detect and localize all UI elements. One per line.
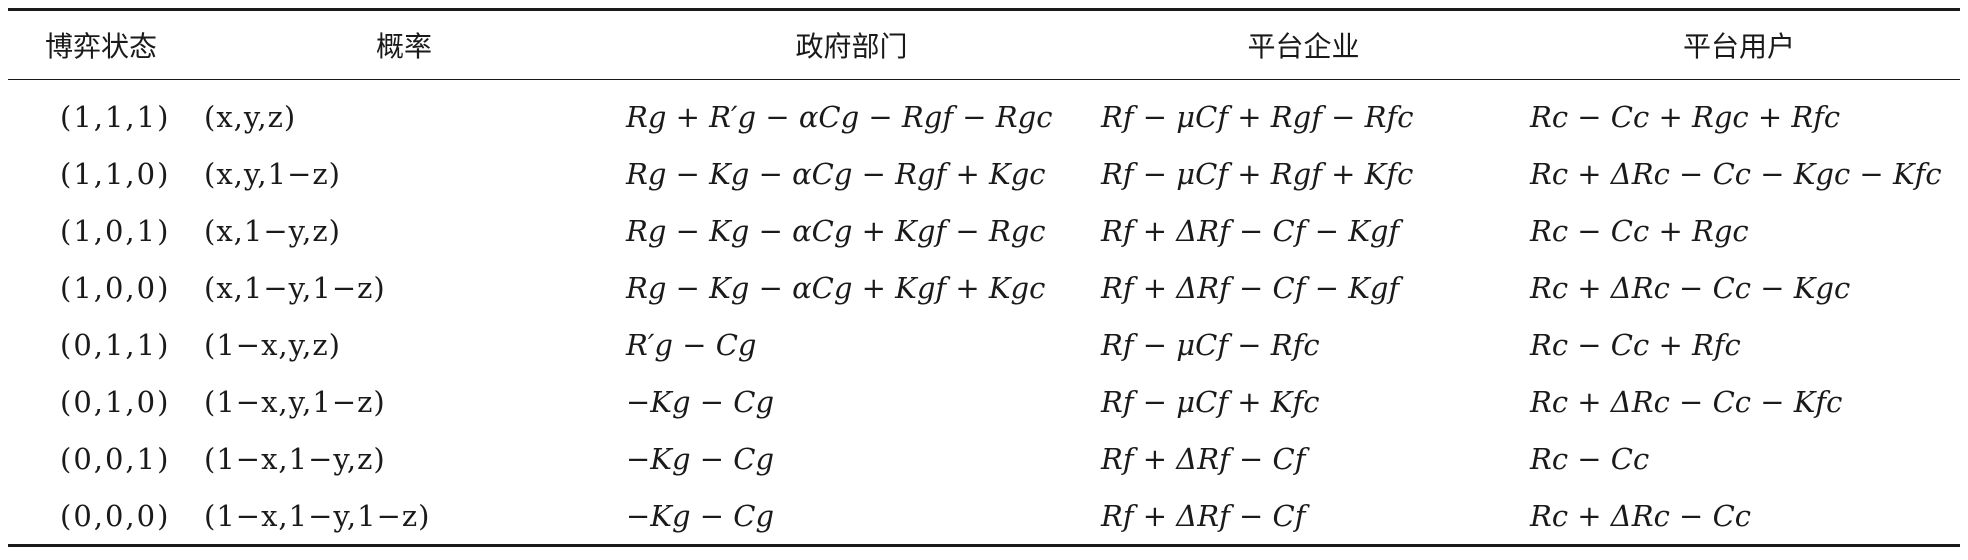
cell-game-state: (0,1,0) xyxy=(60,384,171,419)
header-government: 政府部门 xyxy=(795,30,908,63)
cell-enterprise-payoff: Rf − μCf − Rfc xyxy=(1101,327,1320,362)
table-row: (0,0,0) (1−x,1−y,1−z) −Kg − Cg Rf + ΔRf … xyxy=(8,487,1960,546)
cell-game-state: (0,0,1) xyxy=(60,441,171,476)
cell-probability: (x,1−y,z) xyxy=(204,213,341,248)
table-row: (0,1,1) (1−x,y,z) R′g − Cg Rf − μCf − Rf… xyxy=(8,316,1960,373)
cell-game-state: (1,0,0) xyxy=(60,270,171,305)
payoff-matrix-table: 博弈状态 概率 政府部门 平台企业 平台用户 (1,1,1) (x,y,z) R… xyxy=(8,8,1960,547)
table-row: (0,0,1) (1−x,1−y,z) −Kg − Cg Rf + ΔRf − … xyxy=(8,430,1960,487)
cell-enterprise-payoff: Rf − μCf + Rgf − Rfc xyxy=(1101,99,1414,134)
cell-enterprise-payoff: Rf + ΔRf − Cf − Kgf xyxy=(1101,213,1400,248)
cell-probability: (1−x,1−y,1−z) xyxy=(204,498,431,533)
cell-government-payoff: Rg − Kg − αCg + Kgf + Kgc xyxy=(626,270,1046,305)
header-game-state: 博弈状态 xyxy=(44,30,157,63)
cell-game-state: (1,0,1) xyxy=(60,213,171,248)
cell-user-payoff: Rc + ΔRc − Cc − Kfc xyxy=(1530,384,1843,419)
cell-probability: (1−x,y,1−z) xyxy=(204,384,386,419)
cell-government-payoff: −Kg − Cg xyxy=(626,441,775,476)
cell-government-payoff: R′g − Cg xyxy=(626,327,757,362)
table-row: (1,1,1) (x,y,z) Rg + R′g − αCg − Rgf − R… xyxy=(8,80,1960,146)
cell-government-payoff: Rg − Kg − αCg + Kgf − Rgc xyxy=(626,213,1046,248)
cell-user-payoff: Rc − Cc + Rfc xyxy=(1530,327,1741,362)
cell-user-payoff: Rc + ΔRc − Cc − Kgc xyxy=(1530,270,1851,305)
cell-government-payoff: −Kg − Cg xyxy=(626,384,775,419)
cell-probability: (1−x,y,z) xyxy=(204,327,341,362)
table-row: (1,0,0) (x,1−y,1−z) Rg − Kg − αCg + Kgf … xyxy=(8,259,1960,316)
cell-enterprise-payoff: Rf + ΔRf − Cf xyxy=(1101,498,1306,533)
cell-probability: (x,y,z) xyxy=(204,99,297,134)
cell-government-payoff: −Kg − Cg xyxy=(626,498,775,533)
cell-user-payoff: Rc − Cc + Rgc xyxy=(1530,213,1749,248)
cell-probability: (x,1−y,1−z) xyxy=(204,270,386,305)
table-row: (1,0,1) (x,1−y,z) Rg − Kg − αCg + Kgf − … xyxy=(8,202,1960,259)
cell-probability: (x,y,1−z) xyxy=(204,156,341,191)
cell-game-state: (1,1,1) xyxy=(60,99,171,134)
cell-government-payoff: Rg − Kg − αCg − Rgf + Kgc xyxy=(626,156,1046,191)
table-row: (1,1,0) (x,y,1−z) Rg − Kg − αCg − Rgf + … xyxy=(8,145,1960,202)
cell-enterprise-payoff: Rf + ΔRf − Cf xyxy=(1101,441,1306,476)
header-probability: 概率 xyxy=(375,30,432,63)
cell-enterprise-payoff: Rf − μCf + Rgf + Kfc xyxy=(1101,156,1414,191)
header-platform-user: 平台用户 xyxy=(1682,30,1795,63)
cell-user-payoff: Rc + ΔRc − Cc xyxy=(1530,498,1751,533)
cell-government-payoff: Rg + R′g − αCg − Rgf − Rgc xyxy=(626,99,1053,134)
cell-user-payoff: Rc − Cc xyxy=(1530,441,1650,476)
cell-game-state: (0,1,1) xyxy=(60,327,171,362)
cell-enterprise-payoff: Rf − μCf + Kfc xyxy=(1101,384,1320,419)
header-platform-enterprise: 平台企业 xyxy=(1247,30,1360,63)
table-row: (0,1,0) (1−x,y,1−z) −Kg − Cg Rf − μCf + … xyxy=(8,373,1960,430)
cell-probability: (1−x,1−y,z) xyxy=(204,441,386,476)
table-header-row: 博弈状态 概率 政府部门 平台企业 平台用户 xyxy=(8,9,1960,80)
cell-enterprise-payoff: Rf + ΔRf − Cf − Kgf xyxy=(1101,270,1400,305)
cell-user-payoff: Rc − Cc + Rgc + Rfc xyxy=(1530,99,1841,134)
cell-game-state: (1,1,0) xyxy=(60,156,171,191)
cell-user-payoff: Rc + ΔRc − Cc − Kgc − Kfc xyxy=(1530,156,1942,191)
cell-game-state: (0,0,0) xyxy=(60,498,171,533)
